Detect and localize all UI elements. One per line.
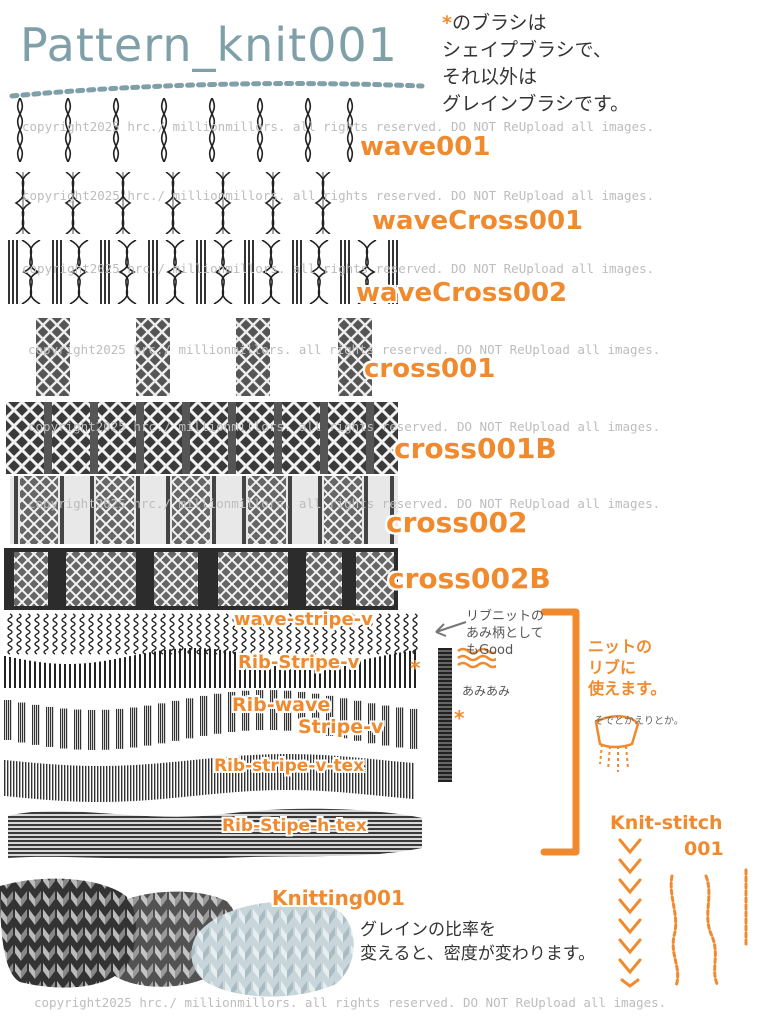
label-rib-stripe-v-tex: Rib-stripe-v-tex xyxy=(214,756,365,776)
star-mark: * xyxy=(410,656,421,680)
rib-note: リブニットの あみ柄として もGood xyxy=(466,609,545,658)
copyright-watermark: copyright2025 hrc./ millionmillors. all … xyxy=(28,342,661,357)
label-wavecross002: waveCross002 xyxy=(356,278,568,308)
rib-sample-bar xyxy=(438,648,452,782)
wave001-swatch xyxy=(16,98,354,162)
copyright-watermark: copyright2025 hrc./ millionmillors. all … xyxy=(28,496,661,511)
copyright-watermark: copyright2025 hrc./ millionmillors. all … xyxy=(22,188,655,203)
rib-stripe-v-swatch xyxy=(4,648,416,688)
label-wave-stripe-v: wave-stripe-v xyxy=(234,609,373,630)
copyright-watermark: copyright2025 hrc./ millionmillors. all … xyxy=(34,995,667,1010)
label-cross001: cross001 xyxy=(364,354,496,384)
copyright-watermark: copyright2025 hrc./ millionmillors. all … xyxy=(28,419,661,434)
label-wave001: wave001 xyxy=(360,132,491,162)
knit-stitch-swatch xyxy=(618,838,748,988)
sleeve-note: そでとかえりとか。 xyxy=(594,716,684,727)
rib-stripe-v-tex-swatch xyxy=(4,754,414,802)
wave-stripe-v-swatch xyxy=(7,613,418,655)
label-cross002: cross002 xyxy=(386,506,528,539)
grain-ratio-note: グレインの比率を 変えると、密度が変わります。 xyxy=(360,920,596,964)
page-title: Pattern_knit001 xyxy=(20,18,398,72)
copyright-watermark: copyright2025 hrc./ millionmillors. all … xyxy=(22,261,655,276)
label-cross001b: cross001B xyxy=(394,432,557,465)
cross002-swatch xyxy=(10,476,398,544)
wavecross001-swatch xyxy=(14,172,331,234)
knitting001-swatch xyxy=(0,878,354,997)
cross001-swatch xyxy=(36,318,372,396)
amiami-note: あみあみ xyxy=(462,684,511,698)
note-arrow xyxy=(435,621,467,637)
knit-rib-note: ニットの リブに 使えます。 xyxy=(588,637,667,698)
sleeve-sketch xyxy=(594,715,640,772)
cross001b-swatch xyxy=(6,402,398,474)
label-knitting001: Knitting001 xyxy=(272,886,405,910)
label-rib-stipe-h-tex: Rib-Stipe-h-tex xyxy=(222,816,367,836)
rib-bracket xyxy=(540,608,580,856)
label-rib-wave-2: Stripe-v xyxy=(298,716,384,738)
note-star: * xyxy=(442,12,452,34)
label-cross002b: cross002B xyxy=(388,562,551,595)
wavecross002-swatch xyxy=(8,240,398,304)
label-rib-stripe-v: Rib-Stripe-v xyxy=(238,652,360,673)
rib-stipe-h-tex-swatch xyxy=(8,808,422,860)
title-dotted-underline xyxy=(9,81,425,99)
label-knit-stitch: Knit-stitch xyxy=(610,812,723,834)
label-rib-wave-1: Rib-wave xyxy=(232,694,331,716)
label-knit-stitch-num: 001 xyxy=(684,838,724,860)
note-text: のブラシは シェイプブラシで、 それ以外は グレインブラシです。 xyxy=(442,12,630,115)
rib-wave-stripe-v-swatch xyxy=(4,690,418,750)
star-mark: * xyxy=(454,706,465,730)
copyright-watermark: copyright2025 hrc./ millionmillors. all … xyxy=(22,119,655,134)
label-wavecross001: waveCross001 xyxy=(372,206,584,236)
brush-type-note: *のブラシは シェイプブラシで、 それ以外は グレインブラシです。 xyxy=(442,10,629,118)
cross002b-swatch xyxy=(4,548,398,610)
wavy-sample-icon xyxy=(457,647,496,669)
